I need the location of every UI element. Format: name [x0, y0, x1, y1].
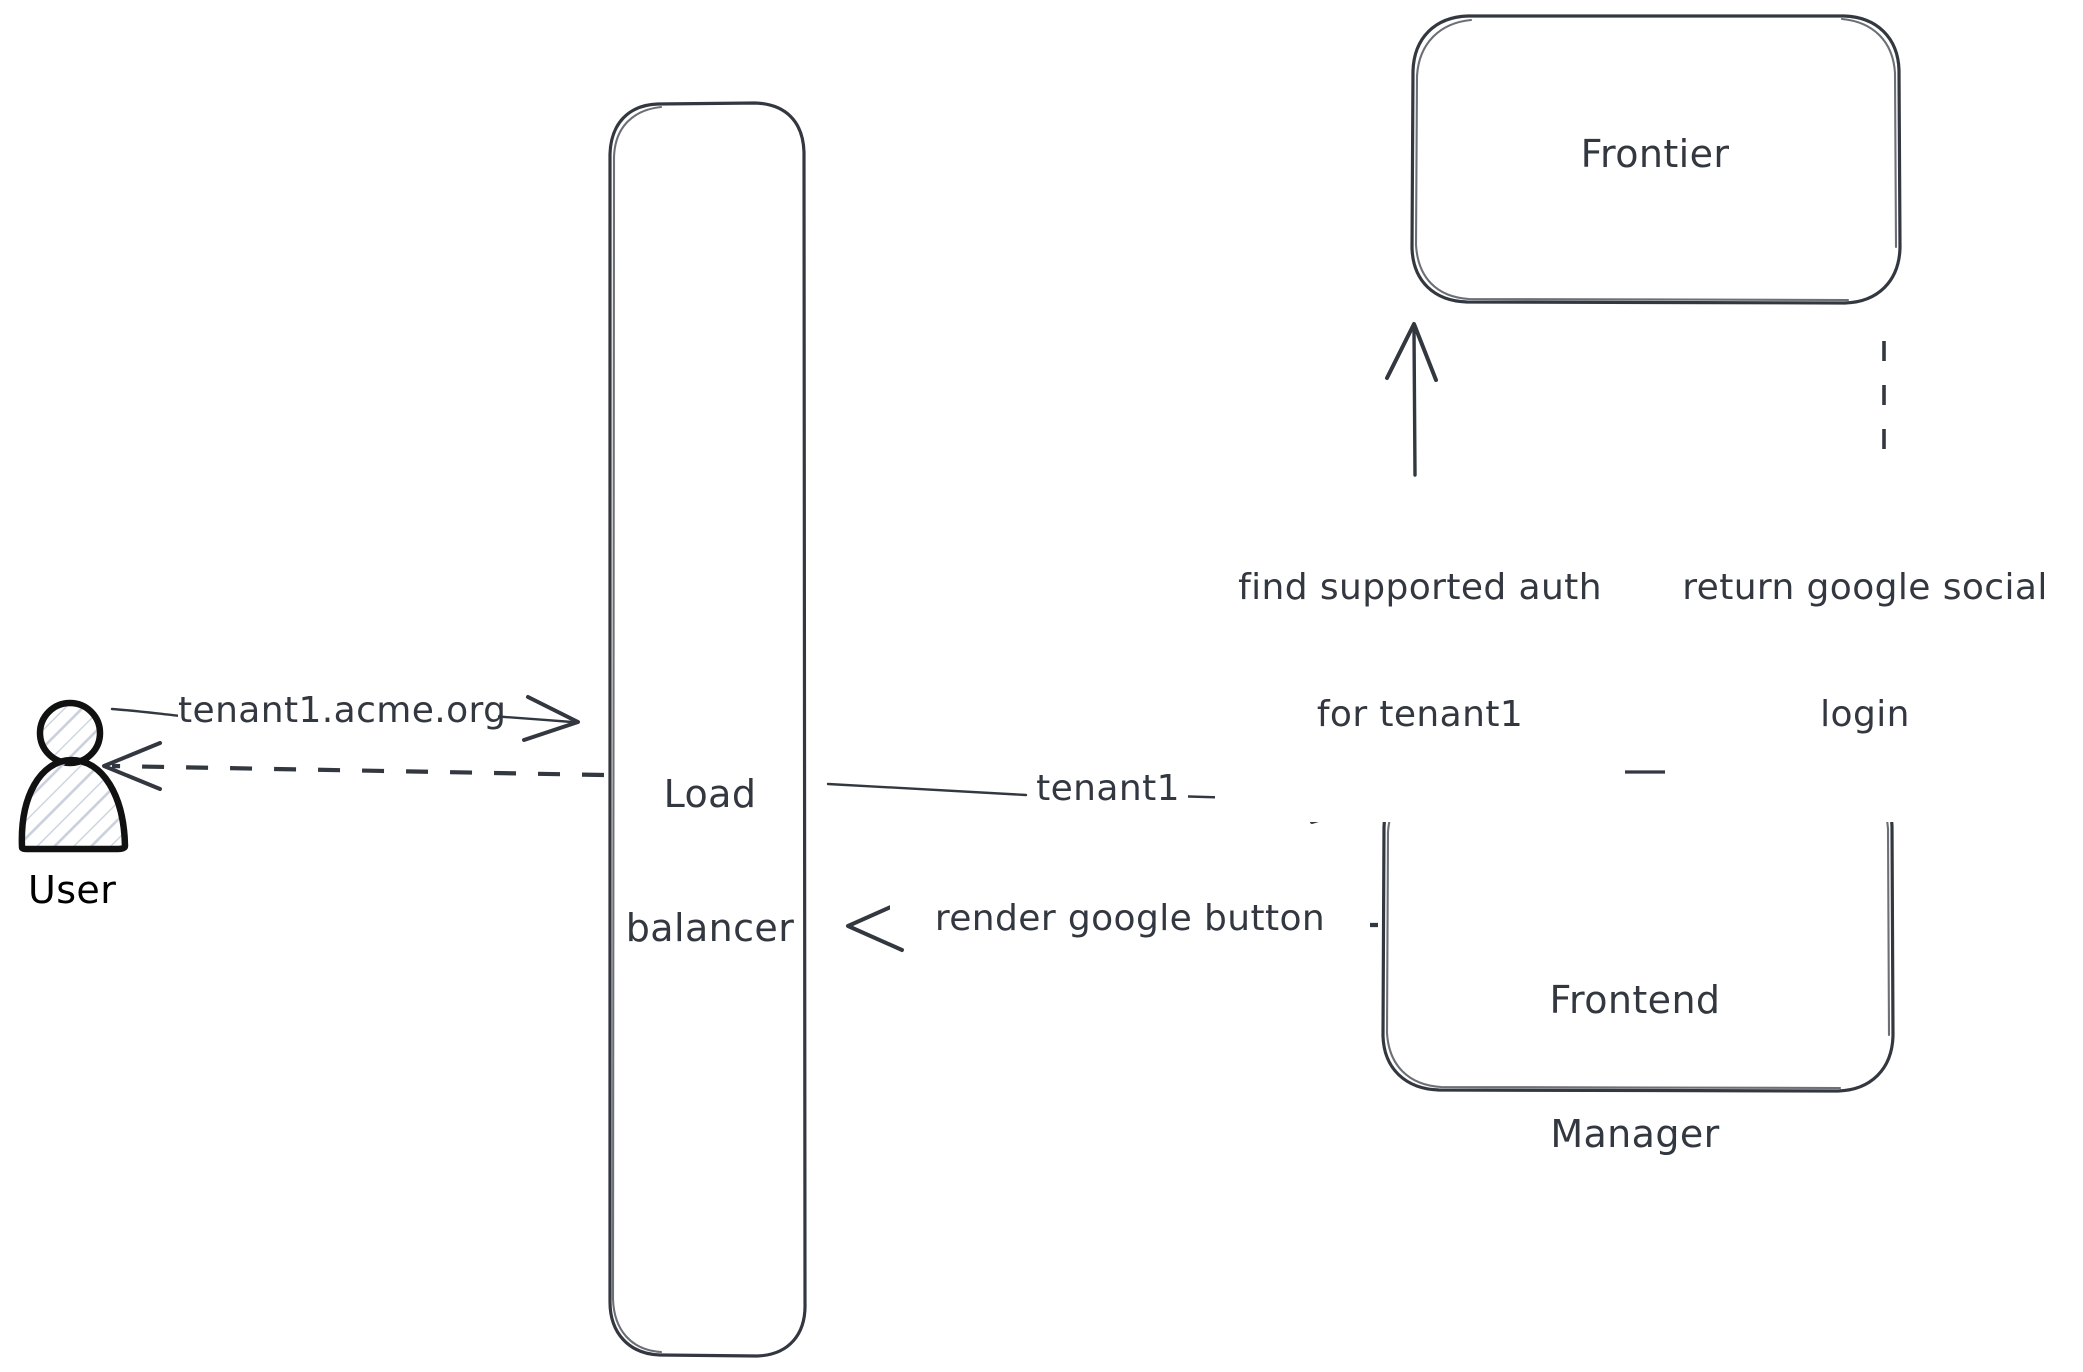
edge-label-tenant1: tenant1	[1028, 768, 1188, 811]
edge-label-render-google-button: render google button	[890, 898, 1370, 941]
node-load-balancer-label-line1: Load	[663, 771, 757, 816]
edge-label-return-google-social-login-line2: login	[1820, 694, 1910, 736]
edge-label-find-supported-auth: find supported auth for tenant1	[1215, 482, 1625, 822]
node-load-balancer-label: Load balancer	[610, 682, 810, 1041]
edge-label-return-google-social-login-line1: return google social	[1682, 566, 2048, 608]
edge-label-tenant-acme-org: tenant1.acme.org	[178, 690, 507, 733]
node-load-balancer-label-line2: balancer	[625, 906, 795, 951]
node-frontend-manager-label-line1: Frontend	[1549, 977, 1721, 1022]
edge-user-to-load-balancer	[110, 695, 580, 742]
node-frontier[interactable]	[1410, 14, 1902, 305]
node-load-balancer[interactable]	[608, 101, 807, 1358]
node-frontend-manager-label-line2: Manager	[1550, 1112, 1720, 1157]
edge-label-return-google-social-login: return google social login	[1665, 482, 2065, 822]
edge-label-find-supported-auth-line2: for tenant1	[1316, 694, 1524, 736]
node-frontier-label: Frontier	[1580, 132, 1730, 176]
node-frontend-manager-label: Frontend Manager	[1385, 888, 1885, 1247]
user-actor-label: User	[28, 868, 117, 912]
user-actor-icon	[18, 699, 129, 853]
edge-label-find-supported-auth-line1: find supported auth	[1238, 566, 1602, 608]
edge-load-balancer-to-user	[102, 741, 605, 791]
